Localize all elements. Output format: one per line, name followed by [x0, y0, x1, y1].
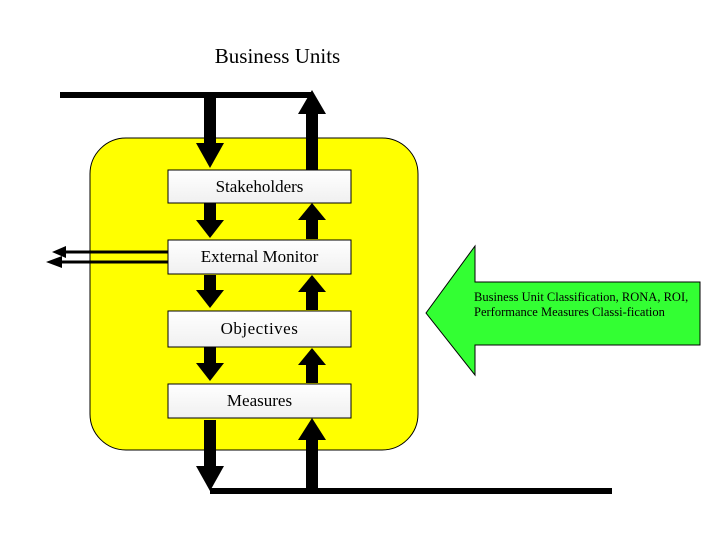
stakeholders-label: Stakeholders — [215, 176, 304, 196]
down-arrow-icon — [196, 275, 224, 308]
objectives-box — [167, 310, 352, 348]
external-monitor-label: External Monitor — [200, 247, 319, 266]
down-arrow-icon — [196, 203, 224, 238]
external-monitor-box — [167, 239, 352, 275]
down-arrow-icon — [196, 420, 224, 491]
input-note-text: Business Unit Classification, RONA, ROI,… — [474, 290, 689, 319]
left-arrow-icon — [46, 256, 168, 268]
up-arrow-icon — [298, 275, 326, 310]
stakeholders-box — [167, 169, 352, 204]
up-arrow-icon — [298, 418, 326, 491]
up-arrow-icon — [298, 203, 326, 239]
down-arrow-icon — [196, 347, 224, 381]
measures-box — [167, 383, 352, 419]
objectives-label: Objectives — [220, 319, 299, 338]
input-arrow-shape — [425, 244, 701, 377]
measures-label: Measures — [226, 391, 293, 410]
business-unit-panel — [89, 137, 419, 451]
up-arrow-icon — [298, 90, 326, 170]
up-arrow-icon — [298, 348, 326, 383]
down-arrow-icon — [196, 95, 224, 168]
left-arrow-icon — [52, 246, 170, 258]
diagram-title: Business Units — [214, 44, 341, 68]
